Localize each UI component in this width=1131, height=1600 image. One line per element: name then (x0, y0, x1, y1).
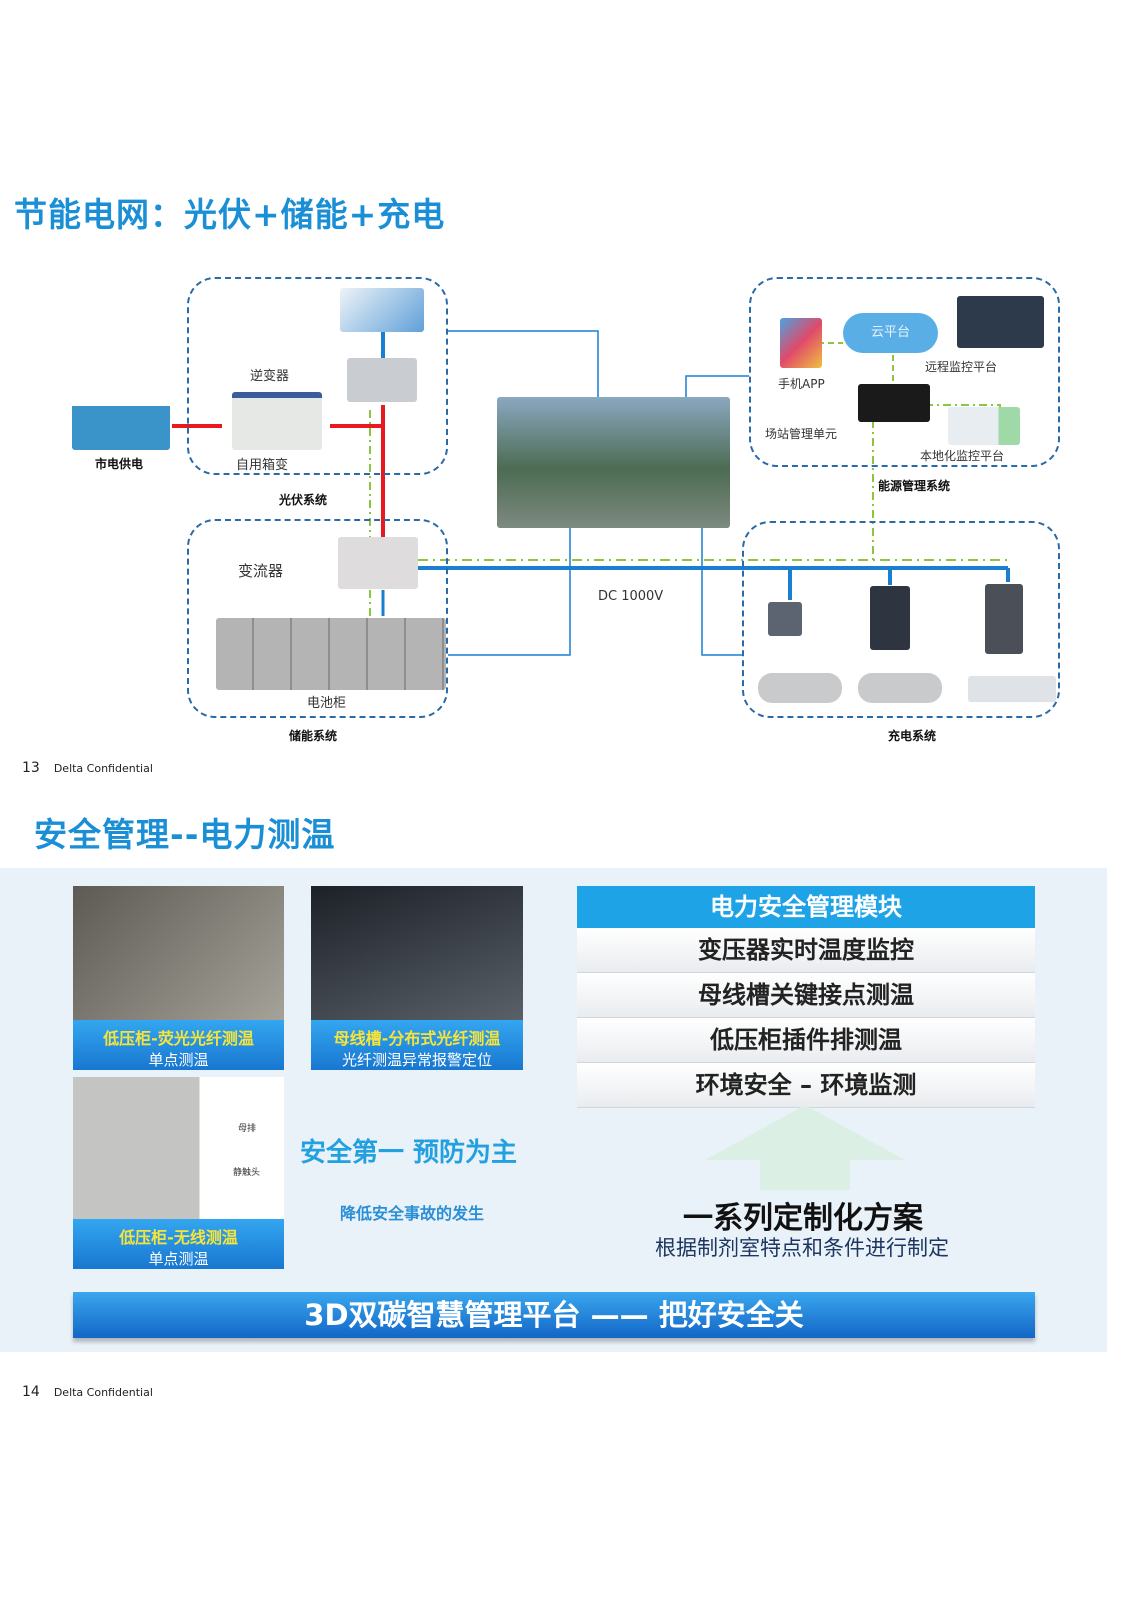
remote-monitor-image (957, 296, 1044, 348)
platform-banner: 3D双碳智慧管理平台 —— 把好安全关 (73, 1292, 1035, 1338)
card-fluorescent-fiber: 低压柜-荧光光纤测温单点测温 (73, 886, 284, 1070)
storage-system-label: 储能系统 (289, 729, 338, 743)
module-row: 环境安全 – 环境监测 (577, 1063, 1035, 1108)
page-title-2: 安全管理--电力测温 (34, 815, 336, 854)
app-label: 手机APP (778, 377, 825, 391)
wall-charger-image (768, 602, 802, 636)
station-photo (497, 397, 730, 528)
charging-system-label: 充电系统 (888, 729, 937, 743)
local-label: 本地化监控平台 (920, 449, 1005, 463)
ems-label: 能源管理系统 (878, 479, 951, 493)
box-transformer-label: 自用箱变 (236, 458, 289, 473)
up-arrow-shaft (760, 1160, 850, 1190)
converter-image (338, 537, 418, 589)
storage-system-box (187, 519, 448, 718)
charging-system-box (742, 521, 1060, 718)
tag-static-contact: 静触头 (233, 1168, 261, 1178)
grid-label: 市电供电 (95, 457, 144, 471)
dc-voltage-label: DC 1000V (598, 589, 664, 604)
card-distributed-fiber: 母线槽-分布式光纤测温光纤测温异常报警定位 (311, 886, 523, 1070)
page-title: 节能电网：光伏+储能+充电 (14, 195, 446, 234)
battery-label: 电池柜 (307, 696, 347, 711)
car-image (758, 673, 842, 703)
charging-cabinet-image (985, 584, 1023, 654)
up-arrow-icon (705, 1105, 905, 1160)
box-transformer-image (232, 392, 322, 450)
power-tower-icon (72, 370, 170, 450)
module-row: 母线槽关键接点测温 (577, 973, 1035, 1018)
battery-cabinet-image (216, 618, 446, 690)
slogan-sub: 降低安全事故的发生 (340, 1204, 485, 1223)
module-row: 低压柜插件排测温 (577, 1018, 1035, 1063)
solution-sub: 根据制剂室特点和条件进行制定 (655, 1236, 949, 1260)
phone-app-image (780, 318, 822, 368)
tag-busbar: 母排 (238, 1124, 257, 1134)
solution-title: 一系列定制化方案 (683, 1201, 923, 1236)
inverter-label: 逆变器 (250, 369, 290, 384)
module-row: 变压器实时温度监控 (577, 928, 1035, 973)
car-image (858, 673, 942, 703)
dc-charger-image (870, 586, 910, 650)
card-wireless: 母排 静触头 低压柜-无线测温单点测温 (73, 1077, 284, 1269)
station-unit-image (858, 384, 930, 422)
pv-system-box (187, 277, 448, 475)
remote-label: 远程监控平台 (925, 360, 998, 374)
slogan: 安全第一 预防为主 (300, 1138, 518, 1168)
converter-label: 变流器 (238, 562, 284, 580)
safety-module-table: 电力安全管理模块 变压器实时温度监控 母线槽关键接点测温 低压柜插件排测温 环境… (577, 886, 1035, 1108)
cloud-platform: 云平台 (843, 313, 938, 353)
pv-system-label: 光伏系统 (279, 493, 328, 507)
station-unit-label: 场站管理单元 (765, 427, 838, 441)
module-header: 电力安全管理模块 (577, 886, 1035, 928)
bus-image (968, 676, 1056, 702)
energy-management-box (749, 277, 1060, 467)
inverter-image (347, 358, 417, 402)
local-monitor-image (948, 407, 1020, 445)
solar-panel-image (340, 288, 424, 332)
